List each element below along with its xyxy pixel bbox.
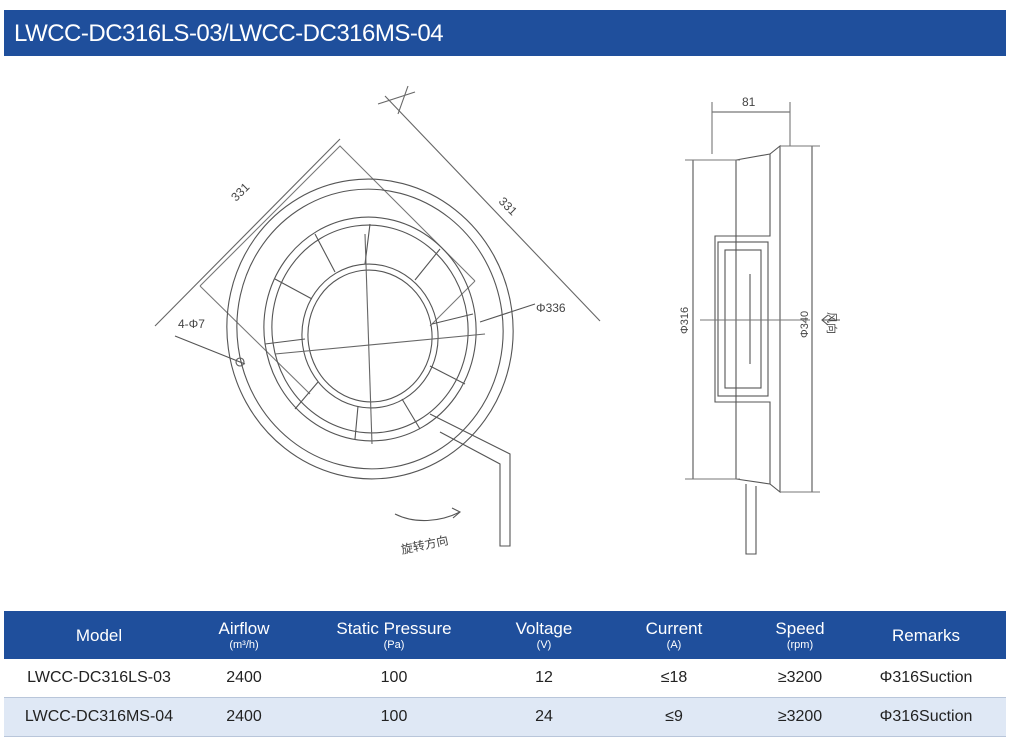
cell-airflow: 2400 (226, 669, 262, 686)
table-header-row: Model Airflow (m³/h) Static Pressure (Pa… (4, 611, 1006, 659)
cell-airflow: 2400 (226, 708, 262, 725)
table-row: LWCC-DC316LS-03 2400 100 12 ≤18 ≥3200 Φ3… (4, 659, 1006, 698)
dim-outer-diameter: Φ340 (799, 311, 811, 338)
column-header-static-pressure: Static Pressure (Pa) (336, 618, 452, 651)
specification-table: Model Airflow (m³/h) Static Pressure (Pa… (4, 611, 1006, 737)
cell-model: LWCC-DC316MS-04 (24, 708, 174, 725)
cell-speed: ≥3200 (777, 708, 823, 725)
rotation-direction-label: 旋转方向 (400, 532, 450, 557)
table-row: LWCC-DC316MS-04 2400 100 24 ≤9 ≥3200 Φ31… (4, 697, 1006, 737)
dim-side-a: 331 (228, 180, 252, 204)
column-header-model: Model (75, 625, 123, 645)
airflow-direction-label: 风向 (825, 312, 839, 334)
column-header-speed: Speed (rpm) (775, 618, 825, 651)
dim-holes: 4-Φ7 (178, 317, 205, 331)
cell-static-pressure: 100 (380, 669, 408, 686)
cell-current: ≤9 (665, 708, 683, 725)
dim-depth: 81 (742, 95, 756, 109)
title-bar: LWCC-DC316LS-03/LWCC-DC316MS-04 (4, 10, 1006, 56)
dim-side-b: 331 (496, 194, 520, 218)
cell-voltage: 24 (535, 708, 553, 725)
fan-technical-drawing: 331 331 Φ336 4-Φ7 旋转方向 81 Φ316 (140, 84, 860, 564)
column-header-voltage: Voltage (V) (515, 618, 573, 651)
cell-current: ≤18 (660, 669, 688, 686)
cell-remarks: Φ316Suction (879, 669, 973, 686)
cell-static-pressure: 100 (380, 708, 408, 725)
cell-remarks: Φ316Suction (879, 708, 973, 725)
column-header-airflow: Airflow (m³/h) (218, 618, 270, 651)
dim-diameter: Φ336 (536, 301, 566, 315)
dim-inner-diameter: Φ316 (679, 307, 691, 334)
column-header-current: Current (A) (645, 618, 703, 651)
front-view: 331 331 Φ336 4-Φ7 旋转方向 (154, 85, 601, 557)
page-title: LWCC-DC316LS-03/LWCC-DC316MS-04 (14, 20, 444, 47)
cell-model: LWCC-DC316LS-03 (27, 669, 171, 686)
column-header-remarks: Remarks (891, 625, 960, 645)
cell-voltage: 12 (535, 669, 553, 686)
side-view: 81 Φ316 Φ340 风向 (679, 95, 840, 555)
cell-speed: ≥3200 (777, 669, 823, 686)
